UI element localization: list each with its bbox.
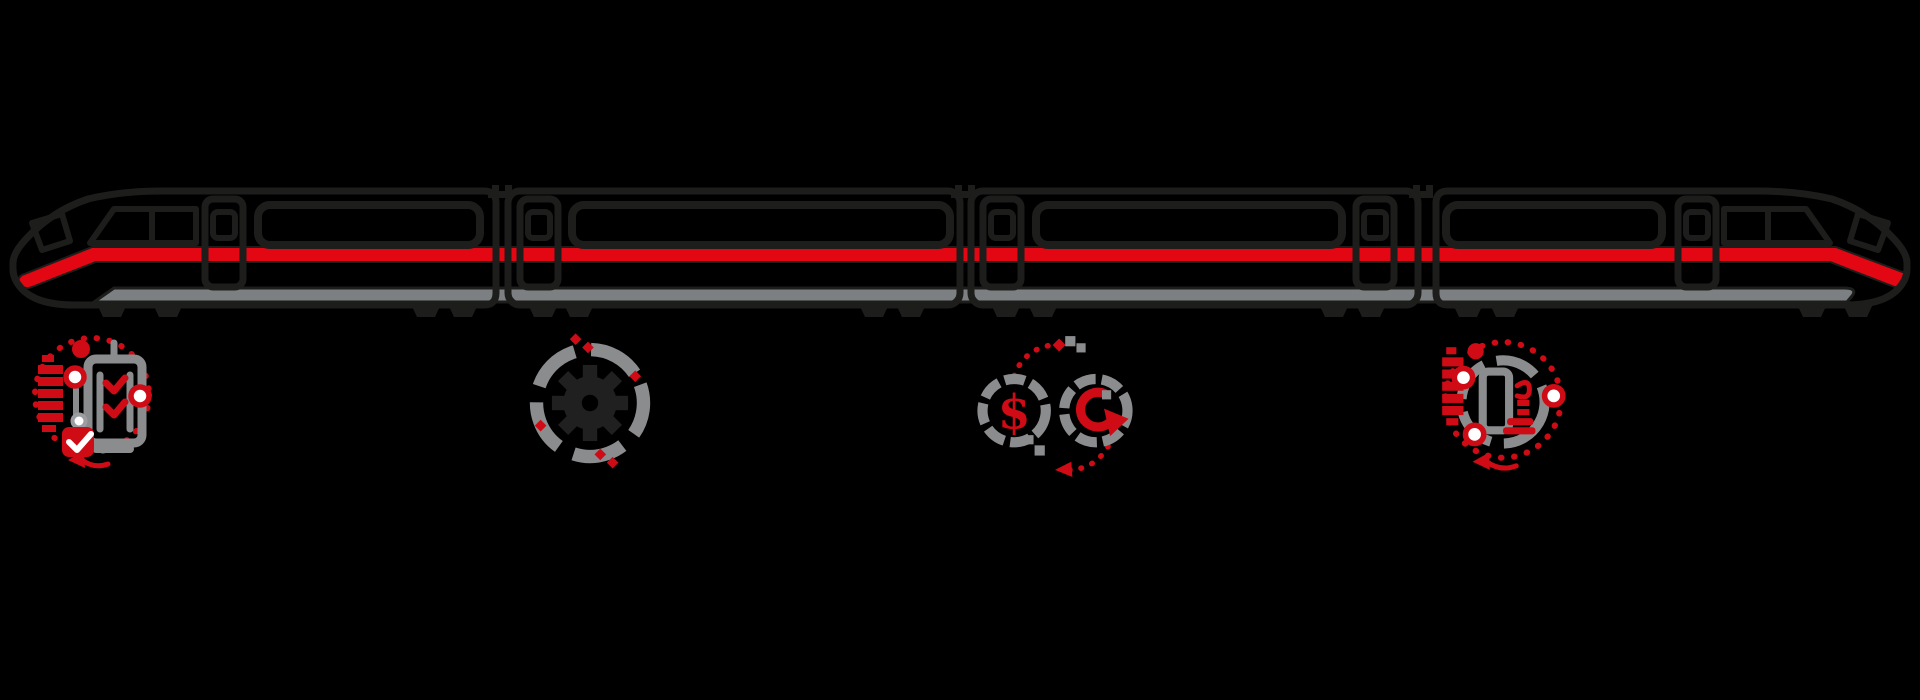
train-car-2 bbox=[504, 187, 964, 309]
check-badge bbox=[62, 427, 94, 457]
price-curl bbox=[1514, 379, 1532, 400]
window-band bbox=[254, 201, 484, 249]
stop-dot bbox=[72, 340, 90, 358]
coupling bbox=[488, 185, 1433, 198]
window-band bbox=[568, 201, 954, 249]
list-bars bbox=[38, 355, 63, 432]
milestone-node bbox=[1541, 383, 1566, 408]
windshield bbox=[1847, 211, 1891, 253]
dollar-symbol: $ bbox=[998, 385, 1031, 440]
arrowhead bbox=[1055, 461, 1073, 477]
currency-exchange-icon: $ bbox=[973, 331, 1137, 477]
rotate-arrow bbox=[1076, 387, 1114, 432]
tariff-plan-icon bbox=[1430, 335, 1574, 477]
exchange-arrow-top bbox=[1011, 341, 1060, 379]
tariff-plan-svg bbox=[1442, 339, 1566, 471]
cab-side-window bbox=[87, 206, 199, 246]
door bbox=[1352, 195, 1398, 291]
train-car-lead bbox=[9, 187, 500, 309]
door bbox=[516, 195, 562, 291]
check-icon bbox=[102, 398, 129, 419]
conversion-coin bbox=[1059, 373, 1133, 448]
door bbox=[1674, 195, 1720, 291]
gear-cycle-svg bbox=[529, 333, 651, 469]
windshield bbox=[29, 211, 73, 253]
window-band bbox=[1442, 201, 1666, 249]
cab-side-window bbox=[1721, 206, 1833, 246]
arrowhead bbox=[1104, 408, 1129, 437]
milestone-node bbox=[1462, 422, 1487, 447]
journey-checklist-icon bbox=[18, 333, 158, 473]
check-icon bbox=[102, 374, 129, 395]
gear-hole bbox=[581, 394, 599, 412]
stop-dot bbox=[1467, 343, 1484, 360]
price-board bbox=[1478, 367, 1514, 435]
train-car-3 bbox=[967, 187, 1422, 309]
cycle-arrowhead bbox=[1472, 452, 1490, 470]
milestone-node bbox=[128, 384, 152, 408]
gear-cycle-icon bbox=[518, 331, 662, 475]
door bbox=[201, 195, 247, 291]
bogies bbox=[96, 302, 1874, 317]
train-illustration bbox=[0, 185, 1920, 320]
check-icon bbox=[66, 431, 94, 453]
dollar-coin: $ bbox=[977, 373, 1051, 448]
milestone-node-small bbox=[70, 412, 88, 430]
coin-stack bbox=[1503, 418, 1536, 435]
window-band bbox=[1032, 201, 1346, 249]
door bbox=[979, 195, 1025, 291]
milestone-node bbox=[63, 365, 87, 389]
milestone-node bbox=[1451, 365, 1476, 390]
currency-exchange-svg: $ bbox=[977, 336, 1133, 477]
journey-checklist-svg bbox=[32, 335, 152, 469]
train-svg bbox=[9, 185, 1911, 317]
